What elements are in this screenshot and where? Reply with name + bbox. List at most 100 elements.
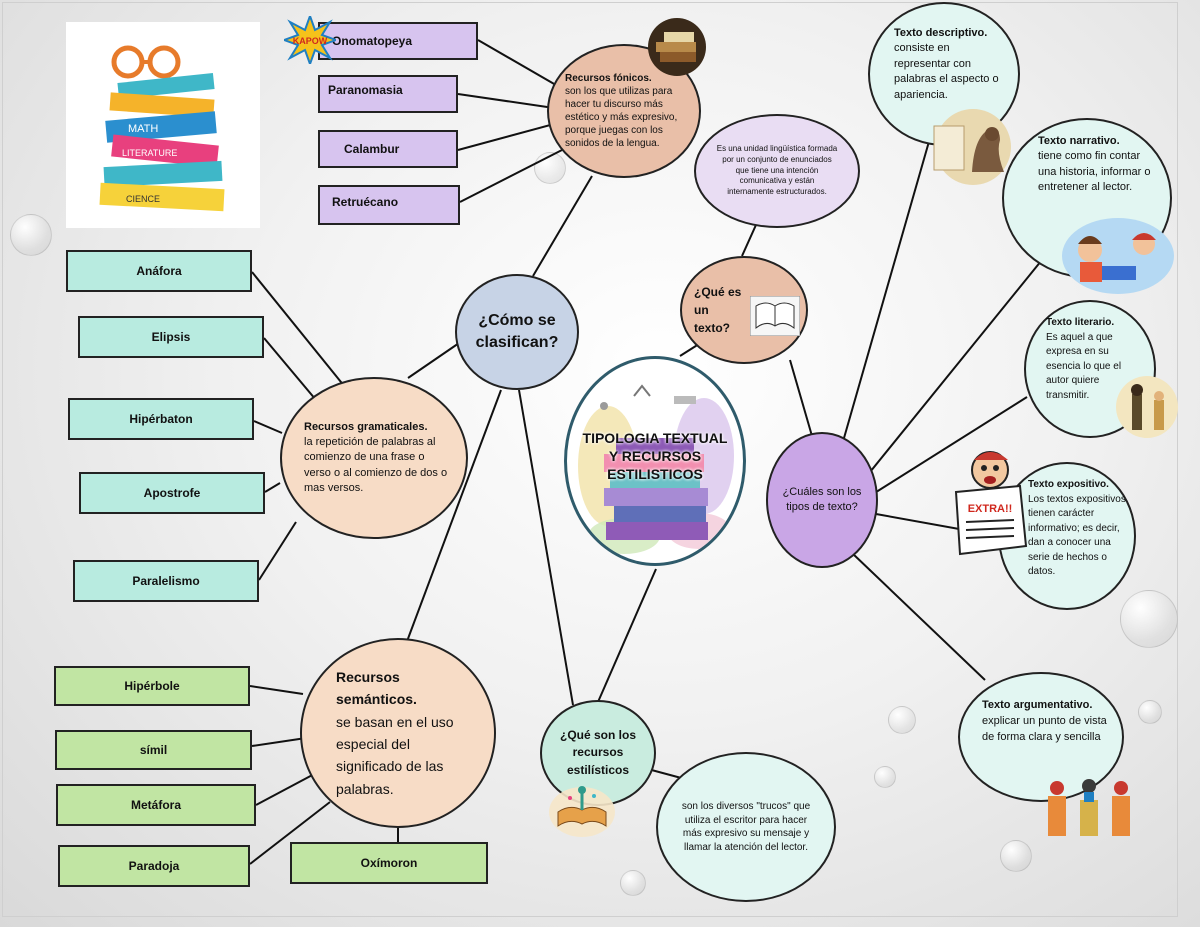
texto-narrativo-body: tiene como fin contar una historia, info…: [1038, 150, 1151, 194]
recursos-semanticos-title: Recursos semánticos.: [336, 668, 417, 708]
paralelismo-box: Paralelismo: [73, 560, 259, 602]
que-es-texto-node: ¿Qué es un texto?: [680, 256, 808, 364]
connector-line: [532, 175, 593, 277]
magic-book-svg: [549, 786, 615, 837]
open-book-svg: [749, 295, 801, 337]
literary-figures-picture: [1116, 372, 1178, 442]
texto-argumentativo-node: Texto argumentativo. explicar un punto d…: [958, 672, 1124, 802]
connector-line: [597, 568, 657, 703]
dog-reading-picture: [924, 108, 1022, 186]
connector-line: [865, 249, 1051, 478]
anafora-label: Anáfora: [136, 264, 182, 278]
central-topic-node: TIPOLOGIA TEXTUAL Y RECURSOS ESTILISTICO…: [564, 356, 746, 566]
connector-line: [405, 389, 502, 645]
podiums-svg: [1048, 779, 1130, 836]
connector-line: [258, 521, 297, 581]
recursos-gramaticales-node: Recursos gramaticales. la repetición de …: [280, 377, 468, 539]
texto-descriptivo-body: consiste en representar con palabras el …: [894, 42, 999, 101]
recursos-gramaticales-title: Recursos gramaticales.: [304, 420, 428, 433]
simil-label: símil: [139, 743, 168, 757]
apostrofe-label: Apostrofe: [143, 486, 201, 500]
water-bubble: [874, 766, 896, 788]
que-son-recursos-label: ¿Qué son los recursos estilísticos: [559, 727, 636, 777]
connector-line: [851, 552, 986, 681]
water-bubble: [1120, 590, 1178, 648]
calambur-box: Calambur: [318, 130, 458, 168]
connector-line: [518, 389, 574, 706]
connector-line: [264, 482, 281, 493]
central-title-line1: TIPOLOGIA TEXTUAL: [582, 429, 728, 446]
book-label-science: CIENCE: [126, 194, 160, 204]
recursos-semanticos-body: se basan en el uso especial del signific…: [336, 713, 454, 797]
central-topic-title: TIPOLOGIA TEXTUAL Y RECURSOS ESTILISTICO…: [583, 429, 728, 484]
book-stack-svg: MATH LITERATURE CIENCE: [99, 45, 225, 212]
anafora-box: Anáfora: [66, 250, 252, 292]
tipos-texto-node: ¿Cuáles son los tipos de texto?: [766, 432, 878, 568]
oximoron-label: Oxímoron: [360, 856, 418, 870]
magic-book-picture: [548, 782, 616, 838]
onomatopeya-label: Onomatopeya: [332, 34, 413, 48]
connector-line: [839, 137, 931, 453]
que-son-recursos-node: ¿Qué son los recursos estilísticos: [540, 700, 656, 806]
oximoron-box: Oxímoron: [290, 842, 488, 884]
connector-line: [457, 123, 555, 151]
newspaper-extra-picture: EXTRA!!: [950, 448, 1028, 556]
texto-argumentativo-title: Texto argumentativo.: [982, 699, 1093, 711]
texto-expositivo-title: Texto expositivo.: [1028, 479, 1109, 490]
como-se-clasifican-label: ¿Cómo se clasifican?: [475, 312, 559, 351]
book-label-literature: LITERATURE: [122, 148, 177, 158]
central-title-line2: Y RECURSOS: [608, 447, 702, 464]
tipos-texto-label: ¿Cuáles son los tipos de texto?: [782, 486, 862, 513]
literary-svg: [1116, 376, 1178, 438]
calambur-label: Calambur: [344, 142, 400, 156]
connector-line: [789, 359, 813, 437]
water-bubble: [1138, 700, 1162, 724]
connector-line: [407, 340, 463, 379]
kids-svg: [1062, 218, 1174, 294]
elipsis-label: Elipsis: [151, 330, 191, 344]
water-bubble: [10, 214, 52, 256]
newspaper-svg: EXTRA!!: [954, 451, 1028, 556]
connector-line: [249, 685, 304, 695]
open-book-icon: [749, 295, 801, 337]
kapow-text: KAPOW: [293, 36, 328, 46]
que-son-recursos-answer-node: son los diversos "trucos" que utiliza el…: [656, 752, 836, 902]
retruecano-box: Retruécano: [318, 185, 460, 225]
simil-box: símil: [55, 730, 252, 770]
recursos-semanticos-node: Recursos semánticos. se basan en el uso …: [300, 638, 496, 828]
old-books-svg: [648, 18, 706, 76]
definicion-texto-node: Es una unidad lingüística formada por un…: [694, 114, 860, 228]
apostrofe-box: Apostrofe: [79, 472, 265, 514]
connector-line: [251, 271, 346, 388]
paradoja-label: Paradoja: [128, 859, 180, 873]
dog-svg: [933, 109, 1011, 185]
slide-frame: [2, 2, 1178, 917]
metafora-box: Metáfora: [56, 784, 256, 826]
connector-line: [249, 801, 331, 865]
kapow-svg: KAPOW: [281, 13, 339, 67]
hiperbole-label: Hipérbole: [124, 679, 180, 693]
water-bubble: [534, 152, 566, 184]
connector-line: [263, 337, 317, 401]
connector-line: [457, 93, 555, 109]
central-books-illustration: [578, 384, 734, 554]
book-stack-illustration: MATH LITERATURE CIENCE: [66, 22, 260, 228]
connector-line: [459, 149, 563, 203]
hiperbole-box: Hipérbole: [54, 666, 250, 706]
metafora-label: Metáfora: [130, 798, 181, 812]
water-bubble: [1000, 840, 1032, 872]
connector-line: [251, 737, 307, 747]
connector-line: [255, 771, 319, 806]
water-bubble: [620, 870, 646, 896]
book-label-math: MATH: [128, 123, 158, 135]
water-bubble: [888, 706, 916, 734]
recursos-fonicos-body: son los que utilizas para hacer tu discu…: [565, 86, 678, 149]
hiperbaton-label: Hipérbaton: [129, 412, 193, 426]
paranomasia-label: Paranomasia: [328, 83, 403, 97]
old-books-icon: [644, 18, 710, 76]
paranomasia-box: Paranomasia: [318, 75, 458, 113]
paradoja-box: Paradoja: [58, 845, 250, 887]
que-son-recursos-answer: son los diversos "trucos" que utiliza el…: [681, 801, 811, 853]
retruecano-label: Retruécano: [332, 195, 399, 209]
